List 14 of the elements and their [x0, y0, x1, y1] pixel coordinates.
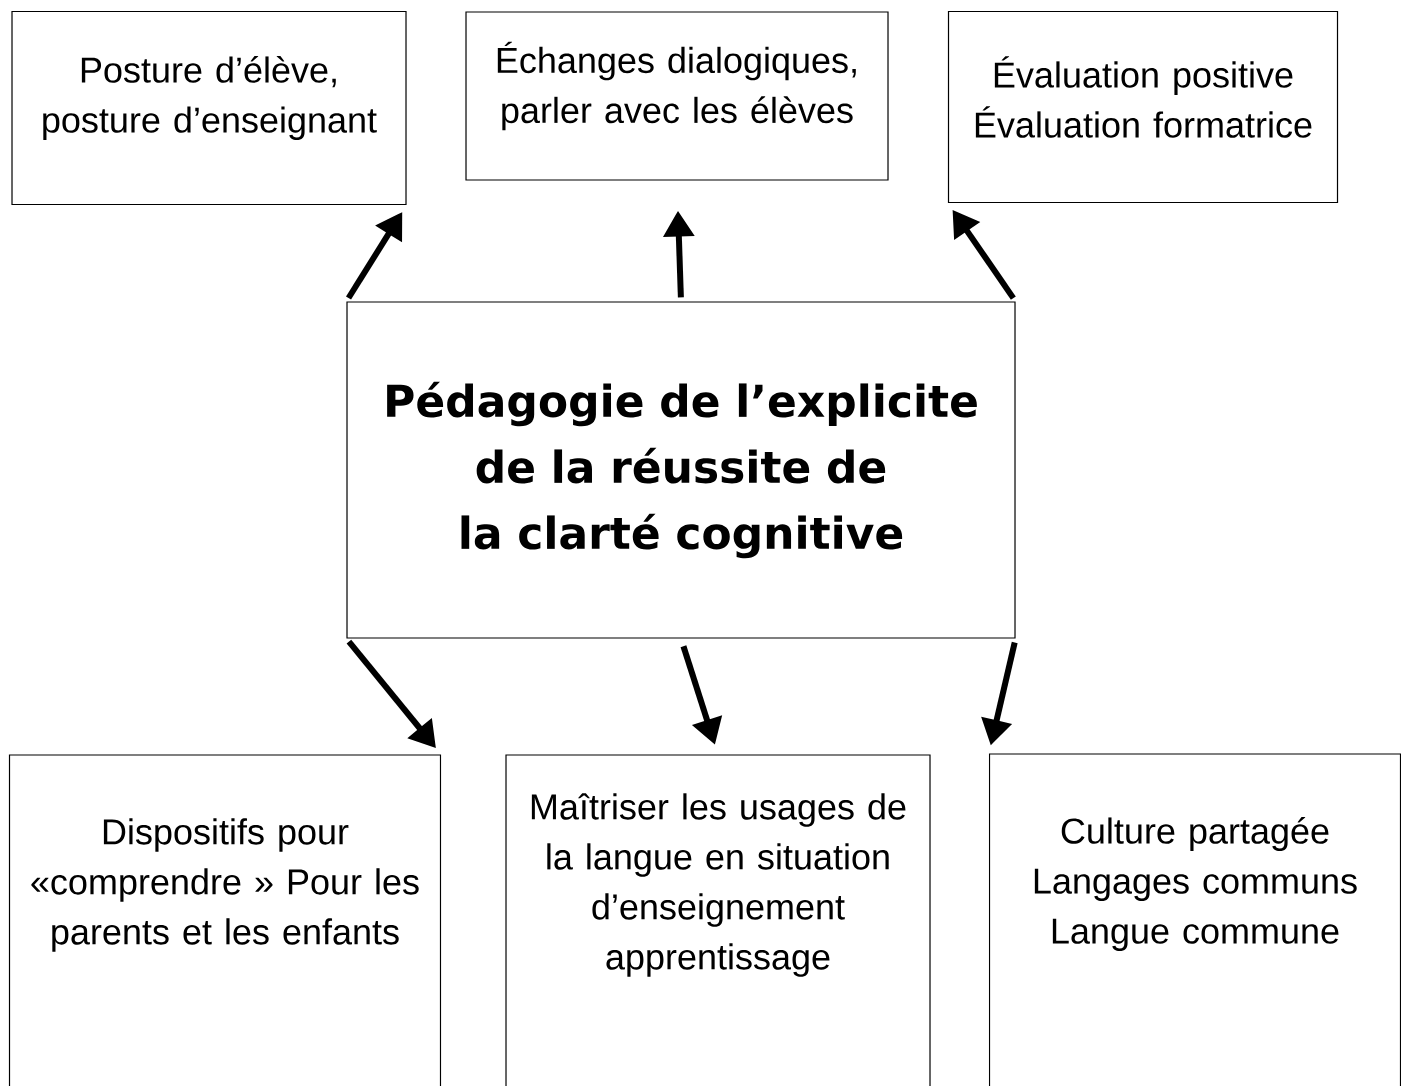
text-box [988, 753, 1401, 1086]
central-box [346, 301, 1016, 639]
node-text: Maîtriser les usages de la langue en situation d’enseignement apprentissage [531, 793, 906, 977]
node-text: Culture partagée Langages communs Langue commune [1034, 817, 1357, 951]
node-text: Dispositifs pour «comprendre » Pour les parents et les enfants [31, 818, 419, 952]
text-box [947, 10, 1339, 204]
node-text: Évaluation positive Évaluation formatrice [975, 56, 1312, 138]
text-box [8, 754, 442, 1086]
text-box [465, 11, 889, 181]
text-box [505, 754, 931, 1086]
node-text: Échanges dialogiques, parler avec les élèves [497, 41, 856, 131]
node-text: Pédagogie de l’explicite de la réussite de la clarté cognitive [387, 381, 977, 559]
node-text: Posture d’élève, posture d’enseignant [43, 56, 377, 140]
text-box [11, 10, 407, 206]
